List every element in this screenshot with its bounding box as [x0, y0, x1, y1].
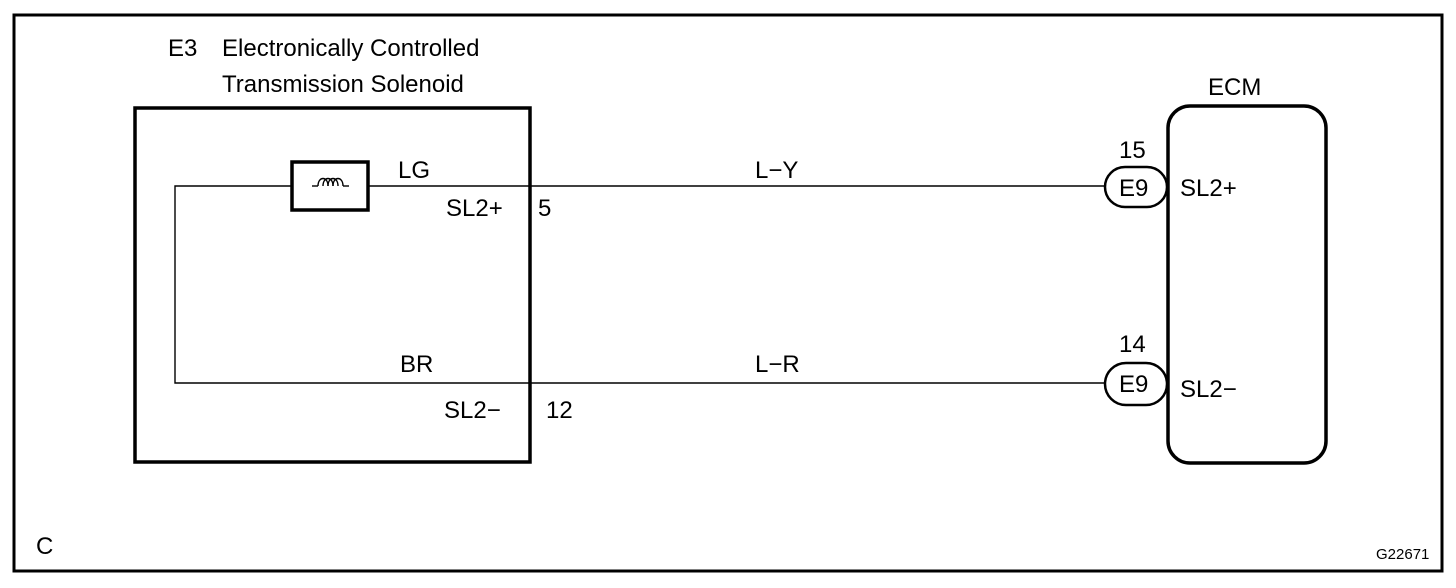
lower-wire-color: BR	[400, 351, 433, 378]
component-box	[133, 106, 532, 464]
ecm-box	[1166, 104, 1328, 465]
upper-ecm-connector	[1103, 165, 1169, 209]
lower-ecm-pin: 14	[1119, 331, 1146, 358]
ecm-label: ECM	[1208, 74, 1261, 101]
corner-letter: C	[36, 533, 53, 560]
coil-icon	[312, 177, 349, 187]
upper-terminal-number: 5	[538, 195, 551, 222]
component-code: E3	[168, 35, 197, 62]
upper-wire-color: LG	[398, 157, 430, 184]
upper-terminal-name: SL2+	[446, 195, 503, 222]
lower-ecm-connector	[1103, 361, 1169, 407]
upper-ecm-connector-label: E9	[1119, 175, 1148, 202]
figure-code: G22671	[1376, 546, 1429, 563]
component-name-line1: Electronically Controlled	[222, 35, 479, 62]
component-name-line2: Transmission Solenoid	[222, 71, 464, 98]
upper-harness-color: L−Y	[755, 157, 798, 184]
lower-ecm-terminal-name: SL2−	[1180, 376, 1237, 403]
upper-ecm-terminal-name: SL2+	[1180, 175, 1237, 202]
internal-loop-wire	[174, 185, 530, 384]
diagram-frame	[12, 13, 1444, 573]
lower-terminal-name: SL2−	[444, 397, 501, 424]
upper-ecm-pin: 15	[1119, 137, 1146, 164]
lower-terminal-number: 12	[546, 397, 573, 424]
lower-harness-color: L−R	[755, 351, 800, 378]
solenoid-box	[290, 160, 370, 212]
lower-ecm-connector-label: E9	[1119, 371, 1148, 398]
